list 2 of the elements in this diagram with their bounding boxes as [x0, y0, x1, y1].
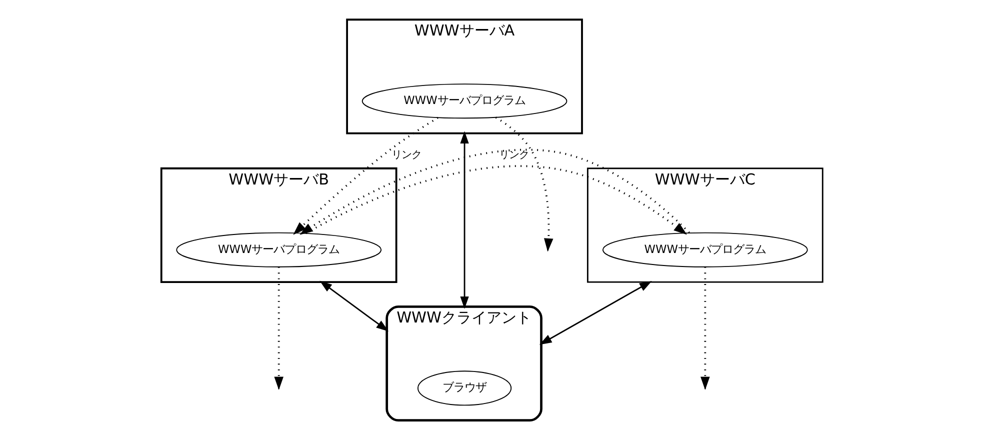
edge-label: リンク: [498, 148, 529, 161]
edge-label: リンク: [392, 148, 422, 161]
